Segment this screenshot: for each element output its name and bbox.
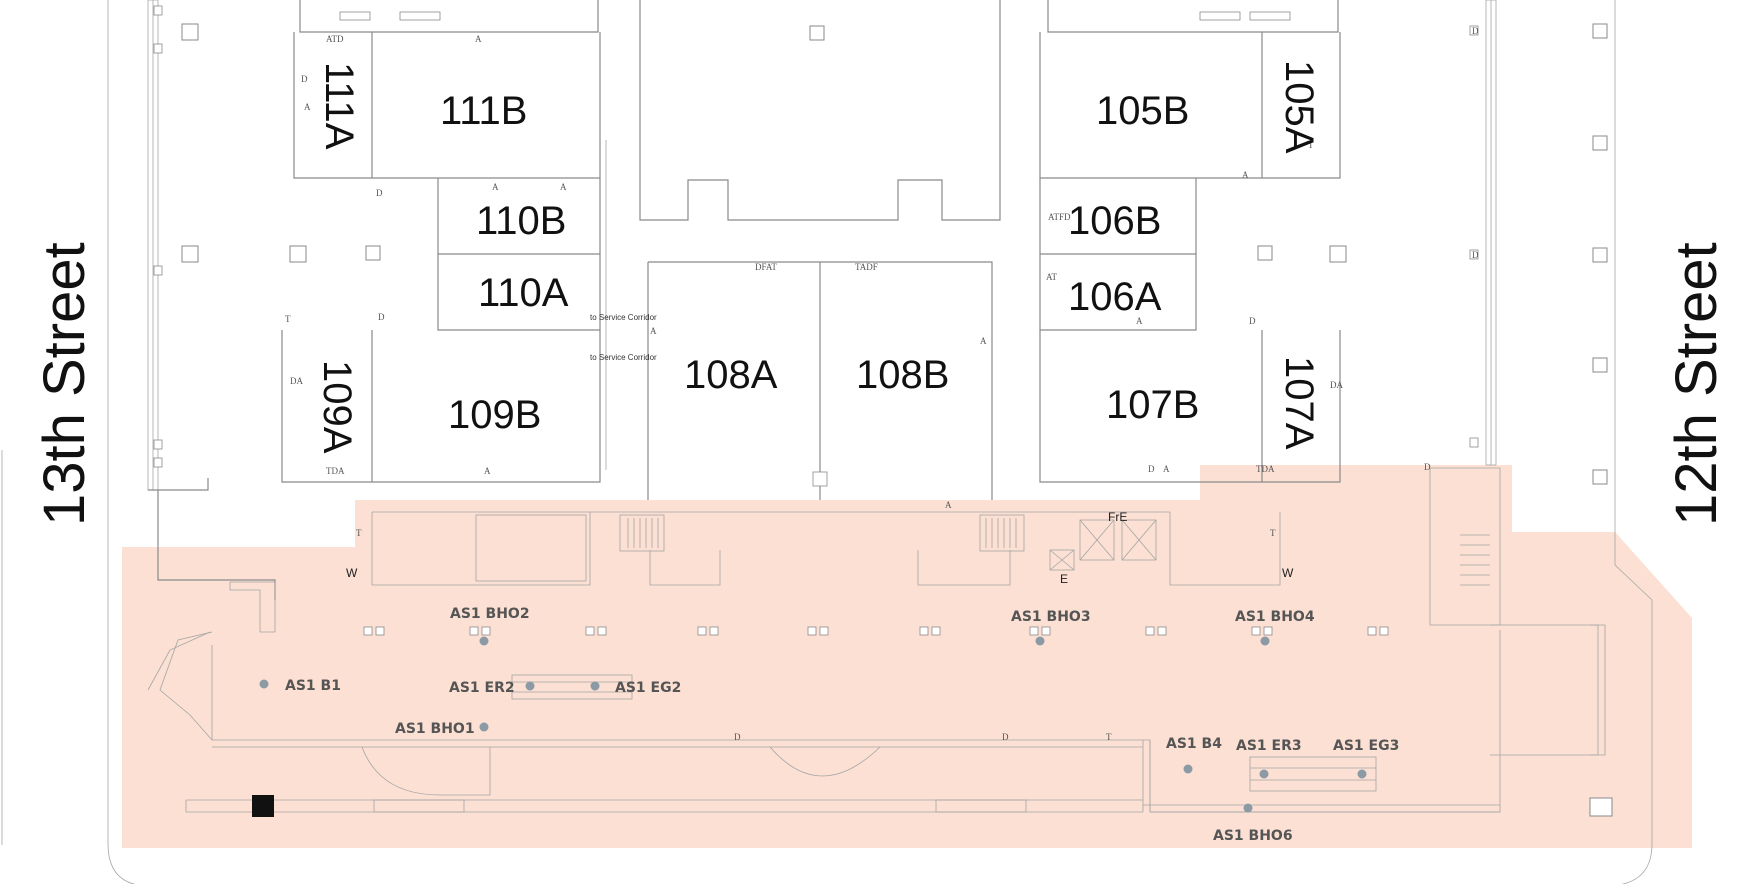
door-tag: DA bbox=[290, 376, 303, 386]
beacon-label-bho2: AS1 BHO2 bbox=[450, 606, 530, 622]
room-label-106A[interactable]: 106A bbox=[1068, 275, 1162, 319]
beacon-label-bho1: AS1 BHO1 bbox=[395, 721, 475, 737]
service-corridor-note: to Service Corridor bbox=[590, 353, 657, 362]
washroom-label-right: W bbox=[1282, 566, 1294, 580]
room-label-105A[interactable]: 105A bbox=[1277, 60, 1321, 154]
door-tag: A bbox=[1163, 464, 1170, 474]
central-room-walls bbox=[639, 0, 1001, 500]
door-tag: D bbox=[1148, 464, 1155, 474]
stair-hatching bbox=[627, 518, 1017, 548]
door-tag: A bbox=[484, 466, 491, 476]
door-tag: A bbox=[945, 500, 952, 510]
door-tag: A bbox=[650, 326, 657, 336]
door-tag: T bbox=[356, 528, 362, 538]
room-label-107A[interactable]: 107A bbox=[1277, 356, 1321, 450]
door-tag: AT bbox=[1046, 272, 1058, 282]
beacon-dot-bho1[interactable] bbox=[479, 722, 489, 732]
beacon-dot-bho4[interactable] bbox=[1260, 636, 1270, 646]
door-tag: A bbox=[304, 102, 311, 112]
column-markers bbox=[181, 23, 1613, 817]
concourse-service-walls bbox=[371, 467, 1501, 626]
door-tag: TDA bbox=[1256, 464, 1275, 474]
door-tag: D bbox=[1249, 316, 1256, 326]
room-label-106B[interactable]: 106B bbox=[1068, 199, 1161, 243]
beacon-dot-bho2[interactable] bbox=[479, 636, 489, 646]
beacon-dot-er2[interactable] bbox=[525, 681, 535, 691]
black-marker-square[interactable] bbox=[252, 795, 274, 817]
service-corridor-note: to Service Corridor bbox=[590, 313, 657, 322]
beacon-dot-eg3[interactable] bbox=[1357, 769, 1367, 779]
highlighted-concourse-zone[interactable] bbox=[122, 465, 1692, 848]
east-room-cluster-walls bbox=[1039, 0, 1341, 483]
beacon-label-bho4: AS1 BHO4 bbox=[1235, 609, 1315, 625]
door-tag: DA bbox=[1330, 380, 1343, 390]
room-label-108B[interactable]: 108B bbox=[856, 353, 949, 397]
door-tag: DFAT bbox=[755, 262, 777, 272]
elevator-label: E bbox=[1060, 572, 1068, 586]
beacon-dot-er3[interactable] bbox=[1259, 769, 1269, 779]
room-label-105B[interactable]: 105B bbox=[1096, 89, 1189, 133]
door-tag: T bbox=[285, 314, 291, 324]
street-label-13th: 13th Street bbox=[32, 242, 97, 526]
beacon-points: AS1 BHO2 AS1 BHO3 AS1 BHO4 AS1 B1 AS1 ER… bbox=[259, 606, 1399, 844]
beacon-dot-bho3[interactable] bbox=[1035, 636, 1045, 646]
room-label-111A[interactable]: 111A bbox=[317, 62, 361, 150]
beacon-label-b4: AS1 B4 bbox=[1166, 736, 1222, 752]
door-tag: T bbox=[1270, 528, 1276, 538]
door-tag: D bbox=[1472, 26, 1479, 36]
door-tag: ATD bbox=[326, 34, 344, 44]
street-label-12th: 12th Street bbox=[1664, 242, 1729, 526]
door-tag: A bbox=[492, 182, 499, 192]
beacon-label-er2: AS1 ER2 bbox=[449, 680, 515, 696]
room-label-107B[interactable]: 107B bbox=[1106, 383, 1199, 427]
platform-walls bbox=[147, 581, 1606, 817]
left-colonnade bbox=[147, 0, 276, 600]
door-tag: D bbox=[734, 732, 741, 742]
door-tag: A bbox=[560, 182, 567, 192]
right-colonnade bbox=[1469, 0, 1497, 466]
door-tag: A bbox=[1136, 316, 1143, 326]
west-room-cluster-walls bbox=[281, 0, 607, 483]
door-tag: T bbox=[1308, 140, 1314, 150]
door-tag: ATFD bbox=[1048, 212, 1071, 222]
door-tag: D bbox=[376, 188, 383, 198]
beacon-label-bho6: AS1 BHO6 bbox=[1213, 828, 1293, 844]
door-tag: A bbox=[1242, 170, 1249, 180]
door-tag: A bbox=[475, 34, 482, 44]
room-label-110B[interactable]: 110B bbox=[476, 199, 566, 243]
door-tag: A bbox=[980, 336, 987, 346]
room-labels: 111B 111A 110B 110A 109B 109A 108A 108B … bbox=[315, 60, 1321, 454]
beacon-dot-bho6[interactable] bbox=[1243, 803, 1253, 813]
room-label-109A[interactable]: 109A bbox=[315, 360, 359, 454]
beacon-label-b1: AS1 B1 bbox=[285, 678, 341, 694]
door-tag: D bbox=[301, 74, 308, 84]
room-label-109B[interactable]: 109B bbox=[448, 393, 541, 437]
door-tag: D bbox=[378, 312, 385, 322]
beacon-label-eg2: AS1 EG2 bbox=[615, 680, 681, 696]
room-label-111B[interactable]: 111B bbox=[440, 89, 527, 133]
door-tag: D bbox=[1424, 462, 1431, 472]
beacon-label-er3: AS1 ER3 bbox=[1236, 738, 1302, 754]
beacon-label-bho3: AS1 BHO3 bbox=[1011, 609, 1091, 625]
door-tag: D bbox=[1002, 732, 1009, 742]
concourse-column-pairs bbox=[363, 626, 1389, 636]
door-tags: ATD A D A D A A D T DA TDA A DFAT TADF A… bbox=[285, 26, 1479, 742]
beacon-dot-b1[interactable] bbox=[259, 679, 269, 689]
washroom-label-left: W bbox=[346, 566, 358, 580]
door-tag: TDA bbox=[326, 466, 345, 476]
beacon-label-eg3: AS1 EG3 bbox=[1333, 738, 1399, 754]
door-tag: D bbox=[1472, 250, 1479, 260]
door-tag: TADF bbox=[855, 262, 878, 272]
left-street-boundary bbox=[107, 0, 1653, 884]
room-label-108A[interactable]: 108A bbox=[684, 353, 778, 397]
beacon-dot-eg2[interactable] bbox=[590, 681, 600, 691]
room-label-110A[interactable]: 110A bbox=[478, 271, 569, 315]
freight-elevator-label: FrE bbox=[1108, 510, 1127, 524]
beacon-dot-b4[interactable] bbox=[1183, 764, 1193, 774]
door-tag: T bbox=[1106, 732, 1112, 742]
